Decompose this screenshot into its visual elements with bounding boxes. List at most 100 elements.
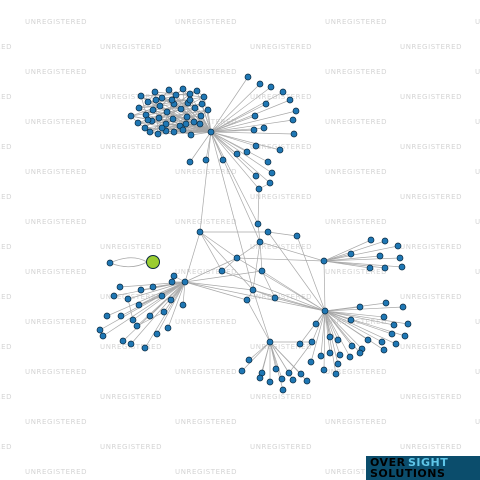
network-node[interactable] <box>356 349 364 357</box>
network-node[interactable] <box>289 376 297 384</box>
network-node[interactable] <box>219 156 227 164</box>
network-node[interactable] <box>404 320 412 328</box>
network-node[interactable] <box>256 238 264 246</box>
network-node[interactable] <box>321 307 329 315</box>
network-node[interactable] <box>256 80 264 88</box>
network-node[interactable] <box>119 337 127 345</box>
network-node[interactable] <box>367 236 375 244</box>
network-node[interactable] <box>103 312 111 320</box>
network-node[interactable] <box>285 369 293 377</box>
network-node[interactable] <box>255 185 263 193</box>
network-node[interactable] <box>149 283 157 291</box>
network-node[interactable] <box>170 272 178 280</box>
network-node[interactable] <box>326 349 334 357</box>
network-node[interactable] <box>124 295 132 303</box>
network-node[interactable] <box>388 330 396 338</box>
network-node[interactable] <box>376 252 384 260</box>
network-node[interactable] <box>317 352 325 360</box>
network-node[interactable] <box>399 303 407 311</box>
network-node[interactable] <box>267 83 275 91</box>
network-node[interactable] <box>179 301 187 309</box>
network-node[interactable] <box>398 263 406 271</box>
network-node[interactable] <box>264 158 272 166</box>
network-node[interactable] <box>204 106 212 114</box>
network-node[interactable] <box>264 228 272 236</box>
network-node[interactable] <box>334 336 342 344</box>
highlighted-node[interactable] <box>146 255 160 269</box>
network-node[interactable] <box>99 332 107 340</box>
network-node[interactable] <box>272 365 280 373</box>
network-node[interactable] <box>245 356 253 364</box>
network-node[interactable] <box>401 332 409 340</box>
network-node[interactable] <box>154 130 162 138</box>
network-node[interactable] <box>249 286 257 294</box>
network-node[interactable] <box>381 264 389 272</box>
network-node[interactable] <box>296 340 304 348</box>
network-node[interactable] <box>187 131 195 139</box>
network-node[interactable] <box>396 254 404 262</box>
network-node[interactable] <box>200 93 208 101</box>
network-node[interactable] <box>141 344 149 352</box>
network-node[interactable] <box>155 114 163 122</box>
network-node[interactable] <box>266 179 274 187</box>
network-node[interactable] <box>116 283 124 291</box>
network-node[interactable] <box>258 267 266 275</box>
network-node[interactable] <box>179 126 187 134</box>
network-node[interactable] <box>238 367 246 375</box>
network-node[interactable] <box>346 353 354 361</box>
network-node[interactable] <box>153 330 161 338</box>
network-node[interactable] <box>137 286 145 294</box>
network-node[interactable] <box>117 312 125 320</box>
network-node[interactable] <box>380 313 388 321</box>
network-node[interactable] <box>202 156 210 164</box>
network-node[interactable] <box>191 104 199 112</box>
network-node[interactable] <box>326 333 334 341</box>
network-node[interactable] <box>347 316 355 324</box>
network-node[interactable] <box>279 386 287 394</box>
network-node[interactable] <box>256 374 264 382</box>
network-node[interactable] <box>266 378 274 386</box>
network-node[interactable] <box>165 86 173 94</box>
network-node[interactable] <box>168 278 176 286</box>
network-node[interactable] <box>158 94 166 102</box>
network-node[interactable] <box>129 316 137 324</box>
network-node[interactable] <box>162 120 170 128</box>
network-node[interactable] <box>170 128 178 136</box>
network-node[interactable] <box>303 377 311 385</box>
network-node[interactable] <box>146 128 154 136</box>
network-node[interactable] <box>181 278 189 286</box>
network-node[interactable] <box>307 358 315 366</box>
network-node[interactable] <box>278 375 286 383</box>
network-node[interactable] <box>172 91 180 99</box>
network-node[interactable] <box>151 88 159 96</box>
network-node[interactable] <box>244 73 252 81</box>
network-node[interactable] <box>233 150 241 158</box>
network-node[interactable] <box>127 340 135 348</box>
network-node[interactable] <box>320 366 328 374</box>
network-node[interactable] <box>167 296 175 304</box>
network-node[interactable] <box>381 237 389 245</box>
network-node[interactable] <box>158 292 166 300</box>
network-node[interactable] <box>186 158 194 166</box>
network-node[interactable] <box>207 128 215 136</box>
network-node[interactable] <box>164 324 172 332</box>
network-node[interactable] <box>254 220 262 228</box>
network-node[interactable] <box>390 321 398 329</box>
network-node[interactable] <box>233 254 241 262</box>
network-node[interactable] <box>197 112 205 120</box>
network-node[interactable] <box>135 104 143 112</box>
network-node[interactable] <box>336 351 344 359</box>
network-node[interactable] <box>135 301 143 309</box>
network-node[interactable] <box>198 100 206 108</box>
network-node[interactable] <box>149 106 157 114</box>
network-node[interactable] <box>268 169 276 177</box>
network-node[interactable] <box>168 96 176 104</box>
network-node[interactable] <box>262 100 270 108</box>
network-node[interactable] <box>394 242 402 250</box>
network-node[interactable] <box>292 107 300 115</box>
network-node[interactable] <box>312 320 320 328</box>
network-node[interactable] <box>196 120 204 128</box>
network-node[interactable] <box>271 294 279 302</box>
network-node[interactable] <box>334 360 342 368</box>
network-node[interactable] <box>297 370 305 378</box>
